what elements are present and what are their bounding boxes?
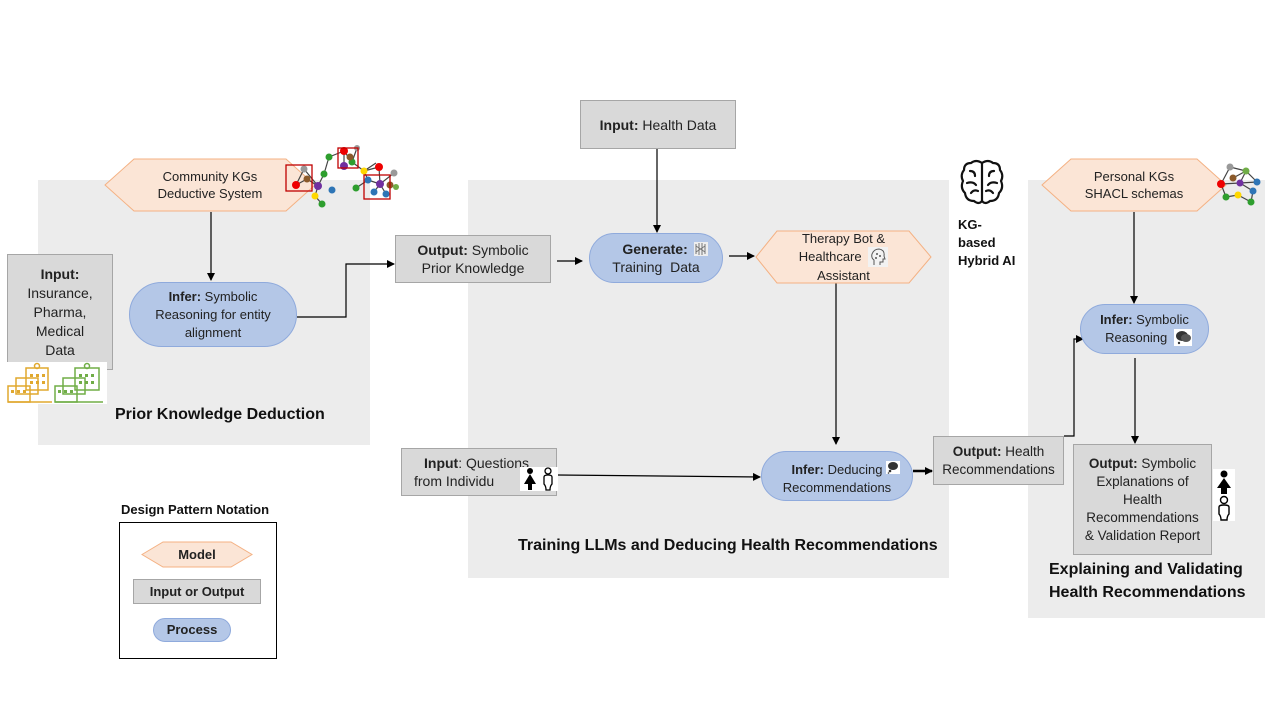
input-label: Input [424, 455, 459, 471]
input-insurance-pharma-medical[interactable]: Input: Insurance, Pharma, Medical Data [7, 254, 113, 370]
output-line2: Recommendations [942, 461, 1055, 477]
output-line2: Prior Knowledge [421, 260, 525, 276]
infer-text: Symbolic [1132, 312, 1189, 327]
input-line2: from Individu [414, 473, 495, 489]
infer-line2: Reasoning [1105, 330, 1168, 345]
personal-kgs-line1: Personal KGs [1093, 169, 1175, 184]
output-symbolic-prior-knowledge[interactable]: Output: Symbolic Prior Knowledge [395, 235, 551, 283]
infer-line2: Reasoning for entity [155, 306, 271, 322]
community-kgs-line2: Deductive System [157, 186, 263, 201]
panel-title-training: Training LLMs and Deducing Health Recomm… [518, 537, 938, 554]
input-health-data[interactable]: Input: Health Data [580, 100, 736, 149]
input-line: Insurance, [27, 285, 93, 301]
panel-title-prior-knowledge: Prior Knowledge Deduction [115, 406, 325, 423]
legend-model: Model [141, 541, 253, 568]
legend-model-label: Model [178, 547, 216, 562]
infer-label: Infer: [1100, 312, 1133, 327]
model-therapy-bot[interactable]: Therapy Bot & Healthcare Assistant [755, 230, 932, 284]
neural-network-icon [693, 242, 708, 256]
infer-label: Infer: [791, 462, 824, 477]
knowledge-graph-icon [1217, 163, 1261, 206]
model-personal-kgs[interactable]: Personal KGs SHACL schemas [1041, 158, 1227, 212]
input-line: Pharma, [33, 304, 87, 320]
hybrid-ai-label: KG- based Hybrid AI [958, 216, 1015, 270]
speech-bubble-icon [1173, 329, 1192, 346]
input-text: Health Data [638, 116, 717, 133]
output-health-recommendations[interactable]: Output: Health Recommendations [933, 436, 1064, 485]
knowledge-graph-icon [285, 145, 399, 208]
legend-title: Design Pattern Notation [121, 502, 270, 517]
output-label: Output: [1088, 455, 1138, 471]
infer-text: Deducing [823, 462, 883, 477]
ai-head-icon [868, 247, 889, 267]
speech-bubble-icon [886, 461, 900, 474]
hybrid-ai-line: Hybrid AI [958, 253, 1016, 268]
output-text: Health [1001, 443, 1045, 459]
input-questions-from-individuals[interactable]: Input: Questions from Individu [401, 448, 558, 496]
output-text: Symbolic [467, 242, 529, 258]
community-kgs-line1: Community KGs [162, 169, 258, 184]
input-label: Input: [40, 266, 80, 282]
process-infer-deducing-recommendations[interactable]: Infer: Deducing Recommendations [761, 451, 913, 501]
infer-label: Infer: [168, 288, 202, 304]
generate-label: Generate: [622, 241, 688, 257]
hexagon-shape [755, 230, 932, 284]
output-symbolic-explanations[interactable]: Output: Symbolic Explanations of Health … [1073, 444, 1212, 555]
output-text: Symbolic [1137, 455, 1197, 471]
hexagon-shape [1041, 158, 1227, 212]
therapy-line2: Healthcare [798, 249, 862, 264]
infer-line3: alignment [184, 324, 242, 340]
process-infer-symbolic-reasoning[interactable]: Infer: Symbolic Reasoning [1080, 304, 1209, 354]
legend-input-output: Input or Output [133, 579, 261, 604]
hybrid-ai-line: based [958, 235, 996, 250]
infer-text: Symbolic [201, 288, 258, 304]
hospital-building-icon-green [53, 362, 107, 404]
personal-kgs-line2: SHACL schemas [1084, 186, 1184, 201]
output-line: & Validation Report [1084, 527, 1201, 543]
therapy-line1: Therapy Bot & [801, 231, 886, 246]
person-female-male-icon [1213, 469, 1235, 521]
output-line: Explanations of [1096, 473, 1189, 489]
process-infer-entity-alignment[interactable]: Infer: Symbolic Reasoning for entity ali… [129, 282, 297, 347]
panel-title-line: Explaining and Validating [1049, 561, 1243, 578]
model-community-kgs[interactable]: Community KGs Deductive System [104, 158, 316, 212]
brain-icon [960, 159, 1004, 205]
input-line: Medical [35, 323, 85, 339]
therapy-line3: Assistant [817, 268, 870, 283]
hospital-building-icon-yellow [6, 362, 56, 404]
infer-line2: Recommendations [782, 480, 892, 495]
process-generate-training-data[interactable]: Generate: Training Data [589, 233, 723, 283]
legend-process: Process [153, 618, 231, 642]
person-female-male-icon [520, 467, 558, 491]
panel-title-line: Health Recommendations [1049, 584, 1246, 601]
output-line: Recommendations [1086, 509, 1199, 525]
input-text: : Questions [458, 455, 530, 471]
output-line: Health [1122, 491, 1162, 507]
output-label: Output: [952, 443, 1002, 459]
generate-line2: Training Data [612, 259, 700, 275]
input-label: Input: [599, 116, 639, 133]
output-label: Output: [417, 242, 468, 258]
hexagon-shape [141, 541, 253, 568]
input-line: Data [45, 342, 75, 358]
panel-title-explaining: Explaining and Validating Health Recomme… [1049, 558, 1245, 604]
hybrid-ai-line: KG- [958, 217, 982, 232]
